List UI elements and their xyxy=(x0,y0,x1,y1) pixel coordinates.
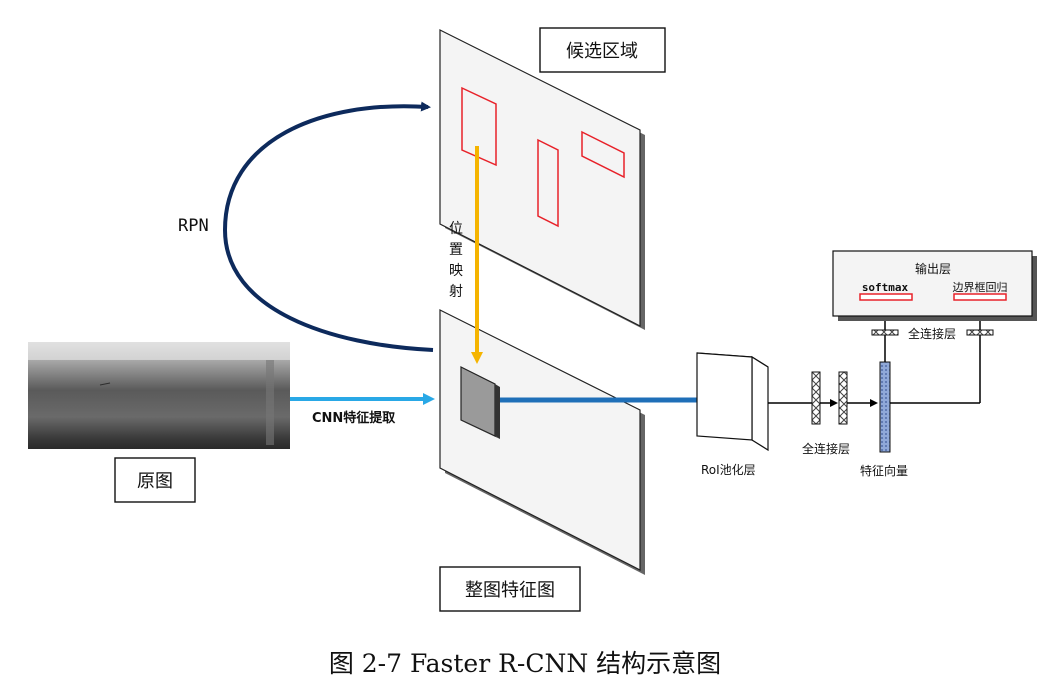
cnn-label: CNN特征提取 xyxy=(312,410,396,426)
roi-pooling-cube xyxy=(696,352,769,452)
mapping-char-4: 射 xyxy=(449,284,463,300)
candidate-regions-text: 候选区域 xyxy=(566,41,638,62)
feature-vector-label: 特征向量 xyxy=(860,463,908,478)
rpn-arrow xyxy=(222,101,434,352)
bbox-bar xyxy=(953,293,1007,301)
feature-map-text: 整图特征图 xyxy=(465,580,555,601)
figure-caption: 图 2-7 Faster R-CNN 结构示意图 xyxy=(329,649,721,678)
feature-vector xyxy=(879,361,891,453)
softmax-bar xyxy=(859,293,913,301)
original-image-label: 原图 xyxy=(114,457,196,503)
mapping-char-3: 映 xyxy=(449,263,463,279)
fc-marker-softmax xyxy=(871,329,899,336)
output-layer-label: 输出层 xyxy=(915,261,951,276)
fc-layer-1 xyxy=(811,371,821,425)
fc-marker-bbox xyxy=(966,329,994,336)
bbox-regression-label: 边界框回归 xyxy=(953,280,1008,294)
rpn-label: RPN xyxy=(178,216,209,236)
output-layer-box: 输出层 softmax 边界框回归 xyxy=(832,250,1037,321)
softmax-label: softmax xyxy=(862,281,909,294)
fc-layer-2 xyxy=(838,371,848,425)
position-mapping-label: 位 置 映 射 xyxy=(449,221,463,300)
region-box-3 xyxy=(581,130,625,179)
region-box-2 xyxy=(537,138,559,228)
feature-map-label: 整图特征图 xyxy=(439,566,581,612)
fc-layer-bottom-label: 全连接层 xyxy=(802,441,850,456)
candidate-regions-label: 候选区域 xyxy=(539,27,666,73)
fc-layer-top-label: 全连接层 xyxy=(908,326,956,341)
candidate-regions-plane xyxy=(439,29,645,330)
mapping-char-2: 置 xyxy=(449,242,463,258)
original-image-text: 原图 xyxy=(137,471,173,492)
mapping-char-1: 位 xyxy=(449,221,463,237)
feature-map-plane xyxy=(439,309,645,575)
region-box-1 xyxy=(461,86,497,167)
roi-pooling-label: RoI池化层 xyxy=(701,463,756,477)
original-image xyxy=(28,342,290,449)
